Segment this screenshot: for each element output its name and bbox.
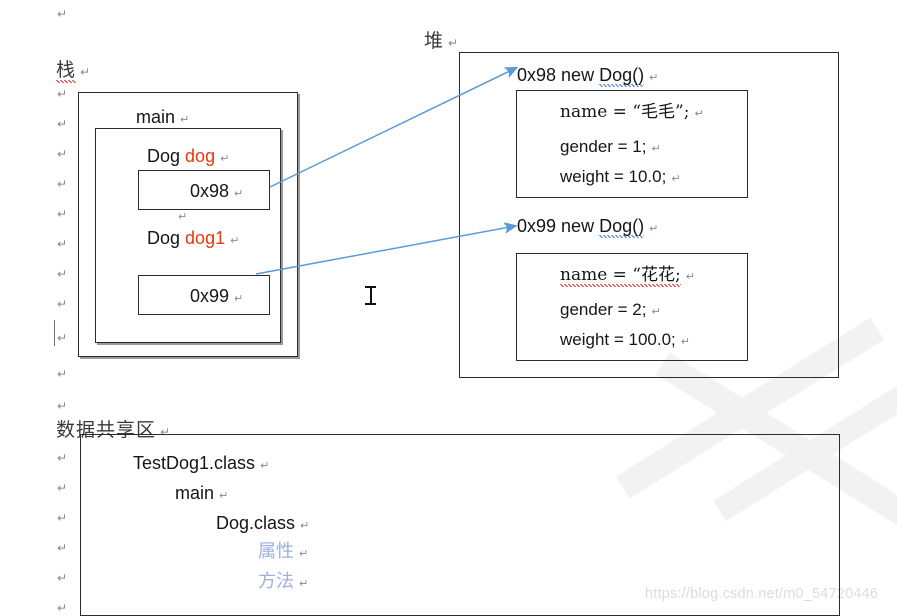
paragraph-mark: ↵ [694,107,704,120]
shared-data-entry: TestDog1.class↵ [133,453,270,473]
shared-data-entry: 属性↵ [258,541,309,562]
heap-object-header-0x99: 0x99 new Dog()↵ [517,216,659,238]
paragraph-mark: ↵ [448,36,459,50]
paragraph-mark: ↵ [651,305,661,318]
paragraph-mark: ↵ [57,7,68,21]
heap-field: gender = 1;↵ [560,137,661,156]
heap-field: gender = 2;↵ [560,300,661,319]
paragraph-mark: ↵ [57,117,68,131]
paragraph-mark: ↵ [80,65,91,79]
paragraph-mark: ↵ [219,489,229,502]
paragraph-mark: ↵ [57,207,68,221]
variable-name: dog [185,146,216,166]
paragraph-mark: ↵ [680,335,690,348]
stack-slot-value-dog1: 0x99↵ [190,286,244,306]
paragraph-mark: ↵ [57,177,68,191]
paragraph-mark: ↵ [57,511,68,525]
paragraph-mark: ↵ [299,577,309,590]
paragraph-mark: ↵ [57,451,68,465]
heap-object-body-0x98 [516,90,748,198]
paragraph-mark: ↵ [57,367,68,381]
paragraph-mark: ↵ [57,267,68,281]
paragraph-mark: ↵ [300,519,310,532]
stack-frame-label: main↵ [136,107,190,127]
paragraph-mark: ↵ [685,270,695,283]
paragraph-mark: ↵ [57,571,68,585]
paragraph-mark: ↵ [299,547,309,560]
heap-section-label: 堆↵ [424,26,458,53]
stack-slot-box-dog [138,170,270,210]
paragraph-mark: ↵ [57,541,68,555]
paragraph-mark: ↵ [649,71,659,84]
text-caret [54,320,55,346]
variable-type: Dog [147,146,181,166]
heap-field: name = “毛毛”;↵ [560,102,704,122]
paragraph-mark: ↵ [671,172,681,185]
paragraph-mark: ↵ [57,87,68,101]
heap-object-header-0x98: 0x98 new Dog()↵ [517,65,659,87]
paragraph-mark: ↵ [649,222,659,235]
heap-label-text: 堆 [424,30,445,52]
shared-data-entry: main↵ [175,483,229,503]
paragraph-mark: ↵ [57,399,68,413]
paragraph-mark: ↵ [57,237,68,251]
paragraph-mark: ↵ [180,113,190,126]
watermark-url: https://blog.csdn.net/m0_54720446 [645,586,879,602]
paragraph-mark: ↵ [160,425,171,439]
variable-name: dog1 [185,228,226,248]
paragraph-mark: ↵ [651,142,661,155]
paragraph-mark: ↵ [260,459,270,472]
heap-field: weight = 100.0;↵ [560,330,690,349]
paragraph-mark: ↵ [57,601,68,615]
variable-type: Dog [147,228,181,248]
paragraph-mark: ↵ [234,187,244,200]
paragraph-mark: ↵ [57,331,68,345]
shared-data-entry: Dog.class↵ [216,513,310,533]
shared-data-entry: 方法↵ [258,571,309,592]
stack-variable-declaration: Dog dog1 ↵ [147,229,239,247]
heap-outer-box [459,52,839,378]
text-cursor-ibeam [365,286,376,305]
heap-field: weight = 10.0;↵ [560,167,681,186]
paragraph-mark: ↵ [57,481,68,495]
heap-object-body-0x99 [516,253,748,361]
stack-slot-box-dog1 [138,275,270,315]
stack-section-label: 栈↵ [56,55,91,83]
stack-slot-value-dog: 0x98↵ [190,181,244,201]
stack-label-text: 栈 [56,59,77,83]
paragraph-mark: ↵ [234,292,244,305]
stack-variable-declaration: Dog dog ↵ [147,147,229,165]
heap-field: name = “花花;↵ [560,265,695,287]
paragraph-mark: ↵ [178,210,188,223]
paragraph-mark: ↵ [57,147,68,161]
stack-outer-box [78,92,298,357]
paragraph-mark: ↵ [230,234,240,247]
paragraph-mark: ↵ [220,152,230,165]
paragraph-mark: ↵ [57,297,68,311]
